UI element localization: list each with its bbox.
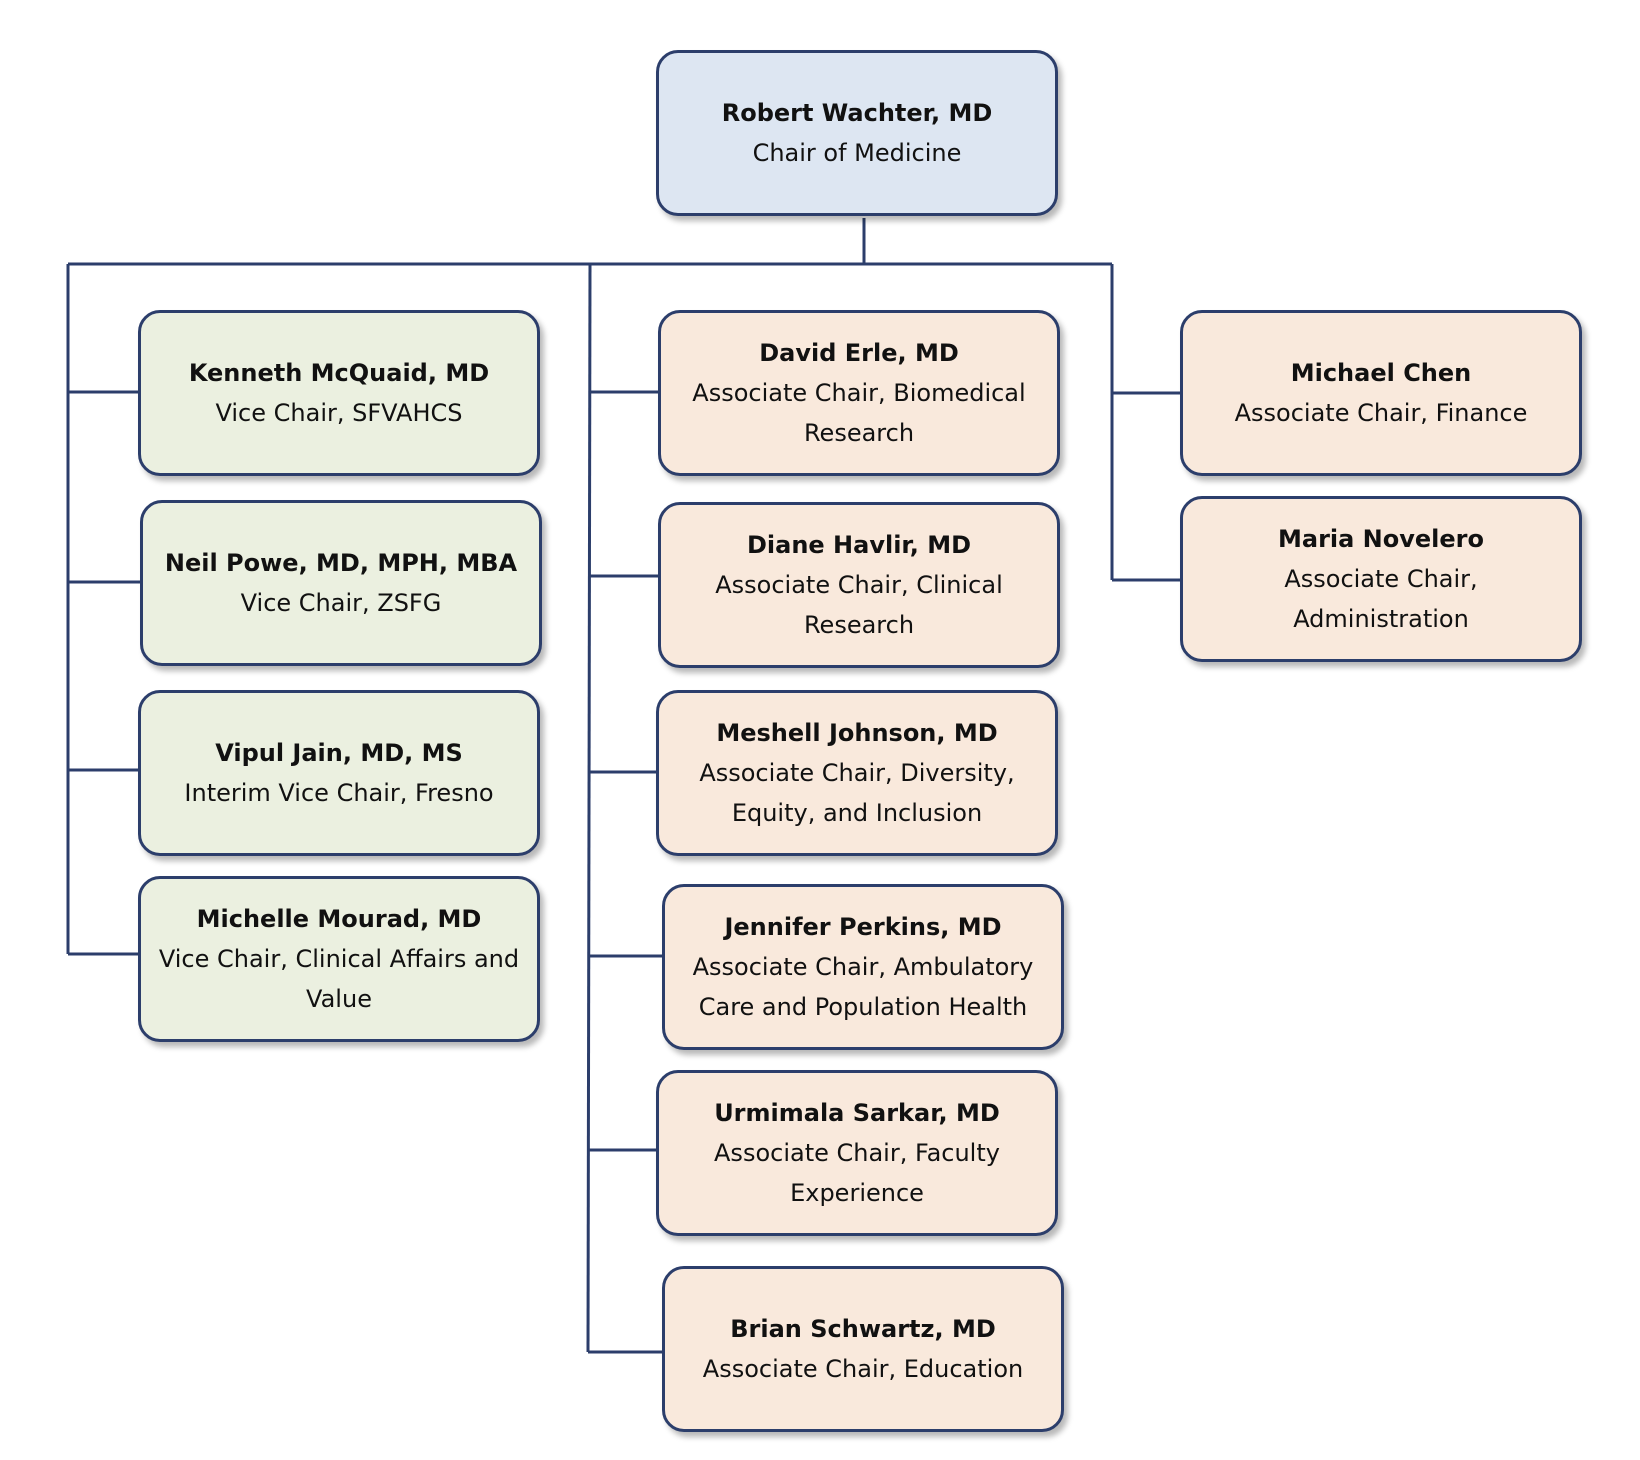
vice-chair-box: Vipul Jain, MD, MS Interim Vice Chair, F…	[138, 690, 540, 856]
person-role: Associate Chair, Administration	[1284, 565, 1478, 633]
person-role: Vice Chair, SFVAHCS	[215, 399, 463, 427]
person-role: Associate Chair, Faculty Experience	[714, 1139, 1000, 1207]
person-name: Diane Havlir, MD	[746, 531, 972, 559]
person-name: Brian Schwartz, MD	[730, 1315, 996, 1343]
vice-chair-box: Neil Powe, MD, MPH, MBA Vice Chair, ZSFG	[140, 500, 542, 666]
associate-chair-box: David Erle, MD Associate Chair, Biomedic…	[658, 310, 1060, 476]
person-role: Vice Chair, ZSFG	[240, 589, 442, 617]
person-name: Kenneth McQuaid, MD	[188, 359, 490, 387]
person-name: Neil Powe, MD, MPH, MBA	[164, 549, 518, 577]
person-name: Jennifer Perkins, MD	[724, 913, 1002, 941]
person-role: Interim Vice Chair, Fresno	[184, 779, 494, 807]
vice-chair-box: Kenneth McQuaid, MD Vice Chair, SFVAHCS	[138, 310, 540, 476]
person-name: Michelle Mourad, MD	[196, 905, 482, 933]
person-role: Associate Chair, Ambulatory Care and Pop…	[692, 953, 1034, 1021]
person-role: Associate Chair, Education	[702, 1355, 1024, 1383]
associate-chair-box: Urmimala Sarkar, MD Associate Chair, Fac…	[656, 1070, 1058, 1236]
associate-chair-box: Michael Chen Associate Chair, Finance	[1180, 310, 1582, 476]
person-role: Associate Chair, Diversity, Equity, and …	[699, 759, 1015, 827]
associate-chair-box: Diane Havlir, MD Associate Chair, Clinic…	[658, 502, 1060, 668]
person-name: Meshell Johnson, MD	[716, 719, 998, 747]
associate-chair-box: Meshell Johnson, MD Associate Chair, Div…	[656, 690, 1058, 856]
vice-chair-box: Michelle Mourad, MD Vice Chair, Clinical…	[138, 876, 540, 1042]
person-name: Michael Chen	[1290, 359, 1472, 387]
person-role: Associate Chair, Clinical Research	[715, 571, 1003, 639]
chair-name: Robert Wachter, MD	[721, 99, 993, 127]
associate-chair-box: Brian Schwartz, MD Associate Chair, Educ…	[662, 1266, 1064, 1432]
associate-chair-box: Jennifer Perkins, MD Associate Chair, Am…	[662, 884, 1064, 1050]
person-name: Maria Novelero	[1277, 525, 1484, 553]
person-name: Vipul Jain, MD, MS	[215, 739, 463, 767]
associate-chair-box: Maria Novelero Associate Chair, Administ…	[1180, 496, 1582, 662]
person-role: Vice Chair, Clinical Affairs and Value	[158, 945, 520, 1013]
person-name: Urmimala Sarkar, MD	[714, 1099, 1000, 1127]
person-name: David Erle, MD	[759, 339, 959, 367]
person-role: Associate Chair, Biomedical Research	[692, 379, 1026, 447]
chair-role: Chair of Medicine	[752, 139, 962, 167]
person-role: Associate Chair, Finance	[1234, 399, 1528, 427]
associate-center-trunk-line	[586, 263, 592, 1353]
chair-box: Robert Wachter, MD Chair of Medicine	[656, 50, 1058, 216]
